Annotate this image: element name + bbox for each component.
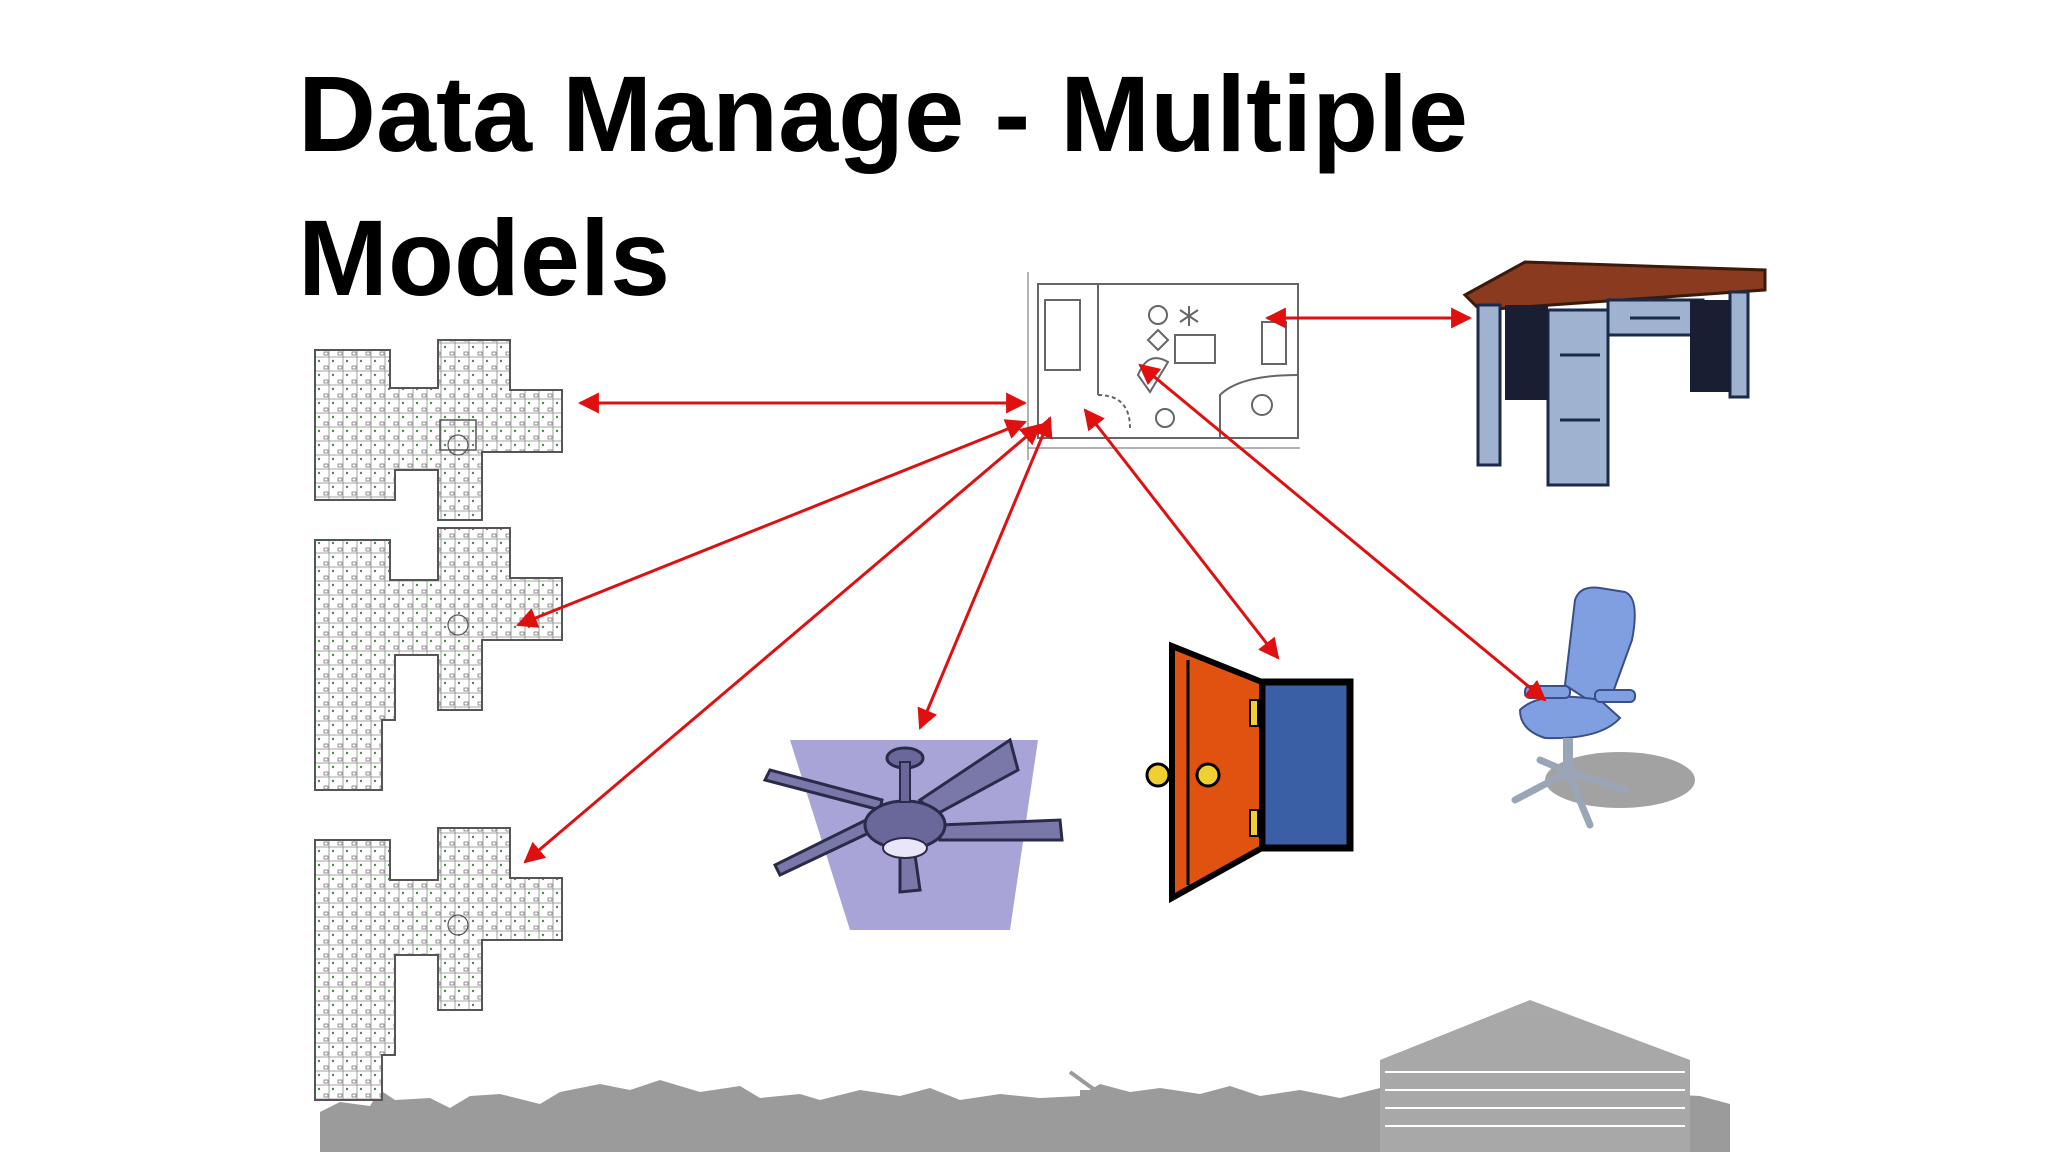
slide-title-line-1: Data Manage - Multiple (298, 53, 1469, 174)
ceiling-fan-icon (762, 737, 1064, 930)
ceiling-fan (762, 737, 1064, 930)
office-chair-icon (1511, 586, 1695, 829)
room-plan-icon (1027, 272, 1300, 460)
desk (1462, 260, 1767, 487)
floor-plan-3 (314, 827, 563, 1101)
floor-plan-icon (314, 527, 563, 791)
floor-plan-1 (314, 339, 563, 521)
door-icon (1145, 641, 1354, 904)
arrow-room-plan-to-door (1083, 408, 1280, 660)
slide-title: Data Manage - Multiple Models (298, 42, 1798, 330)
arrow-room-plan-to-ceiling-fan (917, 416, 1053, 730)
room-plan (1027, 272, 1300, 460)
city-skyline-icon (320, 1000, 1730, 1152)
arrow-room-plan-to-office-chair (1138, 363, 1547, 702)
floor-plan-icon (314, 339, 563, 521)
floor-plan-icon (314, 827, 563, 1101)
office-chair (1511, 586, 1695, 829)
relationship-arrows (516, 307, 1547, 864)
arrow-room-plan-to-floor-plan-2 (516, 419, 1027, 628)
desk-icon (1462, 260, 1767, 487)
slide-title-line-2: Models (298, 197, 671, 318)
floor-plan-2 (314, 527, 563, 791)
door (1145, 641, 1354, 904)
